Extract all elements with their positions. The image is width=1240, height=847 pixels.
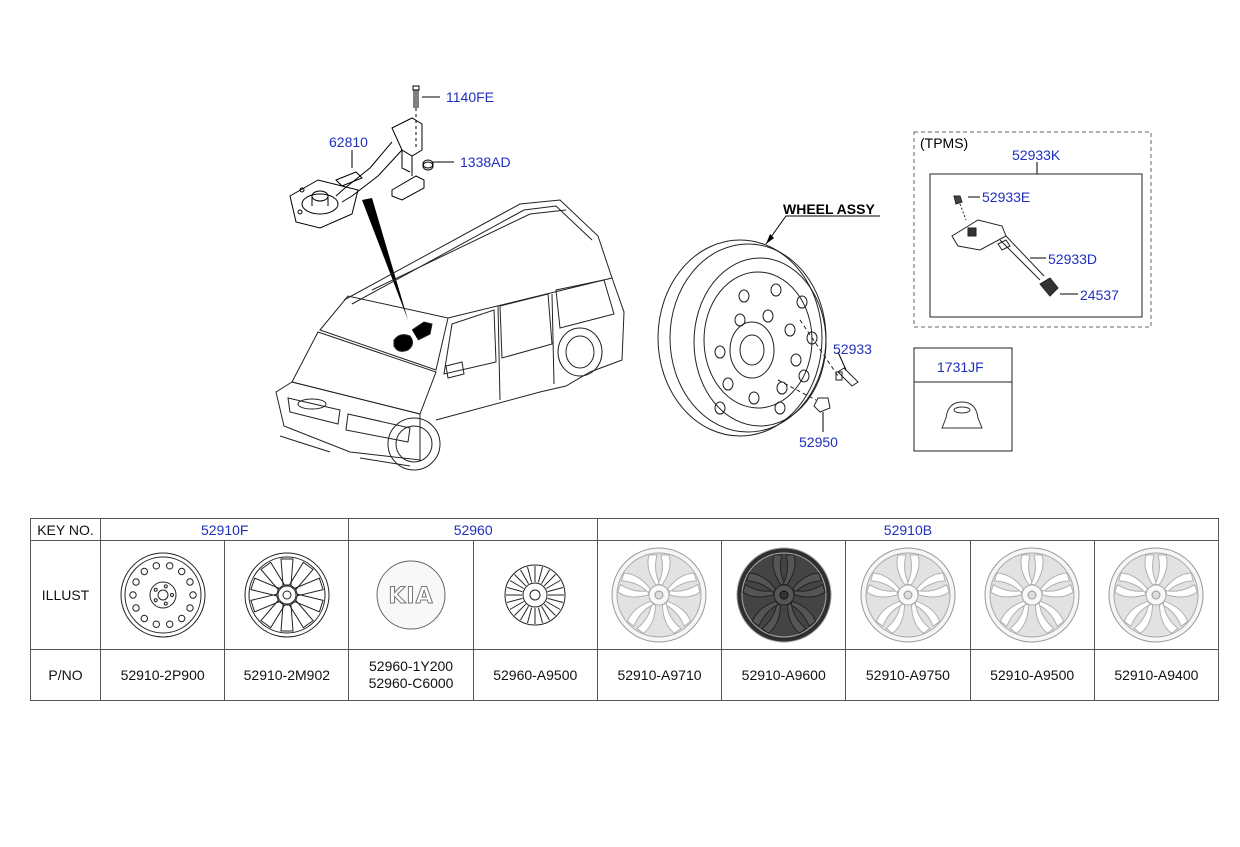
callout-62810: 62810 [329, 134, 368, 150]
tpms-sensor-illustration [951, 195, 1059, 297]
part-number: 52910-2M902 [224, 649, 350, 701]
leader-52933 [837, 351, 847, 371]
callout-1140FE: 1140FE [446, 89, 494, 105]
part-number: 52960-C6000 [368, 675, 454, 691]
callout-24537: 24537 [1080, 287, 1119, 303]
pno-label: P/NO [30, 649, 101, 701]
part-number: 52910-A9400 [1093, 649, 1220, 701]
part-number: 52910-2P900 [99, 649, 226, 701]
tpms-dashed-frame [913, 131, 1152, 328]
alloy-wheel-10-spoke-icon [224, 540, 350, 650]
callout-1338AD: 1338AD [460, 154, 511, 170]
callout-52933: 52933 [833, 341, 872, 357]
callout-52950: 52950 [799, 434, 838, 450]
part-number: 52910-A9500 [969, 649, 1095, 701]
svg-text:KIA: KIA [388, 584, 433, 609]
part-number: 52960-1Y200 [369, 658, 454, 674]
part-number: 52910-A9600 [721, 649, 847, 701]
wheel-assy-title: WHEEL ASSY [783, 201, 875, 217]
part-number-row: P/NO 52910-2P900 52910-2M902 52960-1Y200… [30, 649, 1220, 701]
group-52960: 52960 [348, 518, 598, 541]
parts-diagram: 1140FE 62810 1338AD WHEEL ASSY (TPMS) 52… [275, 85, 1152, 471]
tpms-kit-box [929, 173, 1143, 318]
plug-illustration [941, 401, 983, 429]
key-no-label: KEY NO. [30, 518, 101, 541]
illust-row: ILLUST KIA [30, 540, 1220, 650]
alloy-wheel-twin-spoke-icon [969, 540, 1095, 650]
part-number: 52910-A9710 [596, 649, 723, 701]
illust-label: ILLUST [30, 540, 101, 650]
callout-52933E: 52933E [982, 189, 1030, 205]
group-52910F: 52910F [99, 518, 350, 541]
callout-52933D: 52933D [1048, 251, 1097, 267]
kia-hub-cap-icon: KIA [348, 540, 474, 650]
callout-1731JF: 1731JF [937, 359, 984, 375]
alloy-wheel-dark-icon [721, 540, 847, 650]
callout-52933K: 52933K [1012, 147, 1061, 163]
part-number: 52910-A9750 [845, 649, 971, 701]
alloy-wheel-silver-icon [596, 540, 723, 650]
part-number: 52960-A9500 [472, 649, 598, 701]
minivan-illustration [275, 199, 625, 471]
steel-wheel-icon [99, 540, 226, 650]
group-52910B: 52910B [596, 518, 1220, 541]
leader-wheel-assy [765, 215, 880, 245]
alloy-wheel-silver-icon [845, 540, 971, 650]
alloy-wheel-silver-icon [1093, 540, 1220, 650]
wheel-cover-icon [472, 540, 598, 650]
spare-tire-carrier [289, 85, 434, 229]
key-table: KEY NO. 52910F 52960 52910B ILLUST KIA P… [30, 518, 1220, 701]
part-1731JF-box [913, 347, 1013, 452]
tpms-label: (TPMS) [920, 135, 968, 151]
wheel-assembly [657, 239, 859, 437]
key-row: KEY NO. 52910F 52960 52910B [30, 518, 1220, 541]
leader-pointer [362, 198, 408, 320]
